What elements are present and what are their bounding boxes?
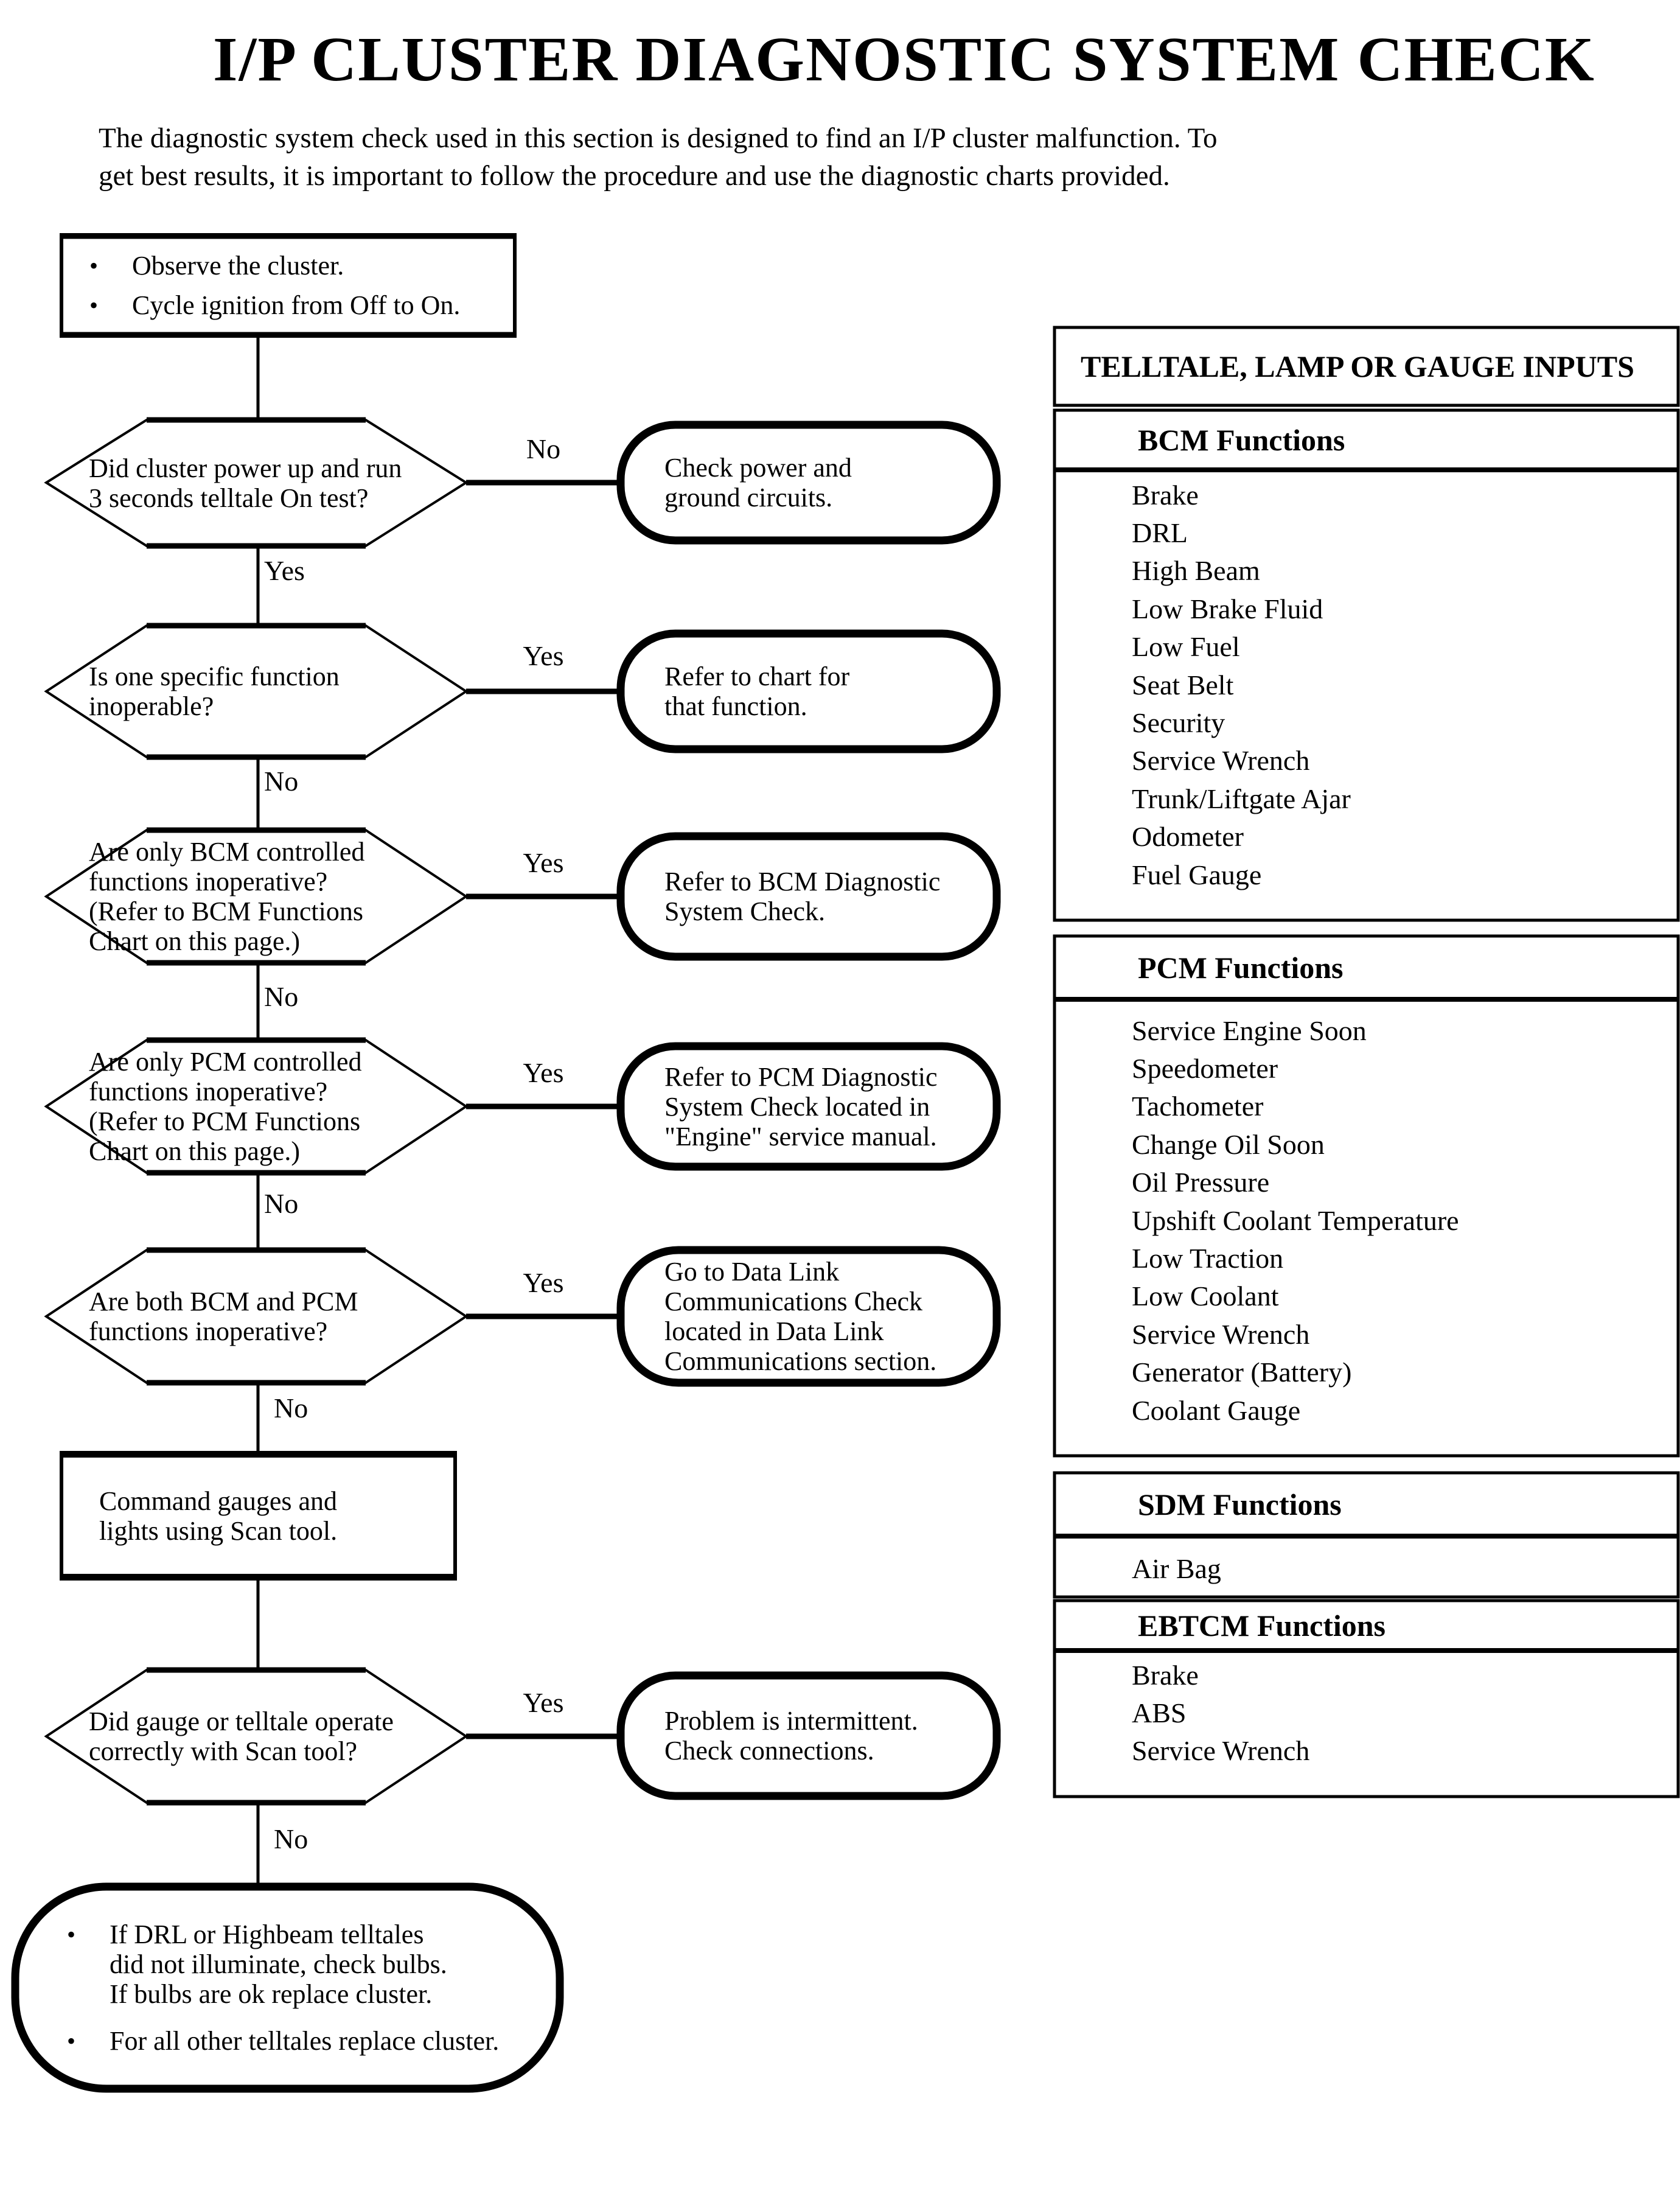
table-list-item: Seat Belt [1132, 669, 1234, 700]
table-list-item: Brake [1132, 1659, 1199, 1691]
action-6-text: Problem is intermittent. Check connectio… [664, 1706, 918, 1766]
table-list-item: Fuel Gauge [1132, 859, 1262, 890]
intro-line-1: The diagnostic system check used in this… [99, 122, 1218, 154]
start-bullet-1: Observe the cluster. [89, 251, 515, 281]
decision-5-question: Are both BCM and PCM functions inoperati… [89, 1287, 358, 1346]
table-list-item: Oil Pressure [1132, 1167, 1270, 1198]
bullet-icon [67, 2026, 110, 2056]
table-list-item: DRL [1132, 517, 1188, 549]
final-bullet-1-text: If DRL or Highbeam telltales did not ill… [110, 1920, 447, 2009]
table-section-header-ebtcm: EBTCM Functions [1138, 1609, 1386, 1643]
start-box-shape [60, 233, 517, 338]
branch-label-d1-down: Yes [264, 555, 305, 586]
table-list-item: Speedometer [1132, 1053, 1278, 1085]
branch-label-d6-side: Yes [523, 1687, 564, 1718]
action-4-text: Refer to PCM Diagnostic System Check loc… [664, 1061, 938, 1151]
branch-label-d4-side: Yes [523, 1057, 564, 1088]
final-bullet-2-text: For all other telltales replace cluster. [110, 2026, 500, 2056]
final-node-shape [11, 1882, 564, 2093]
branch-label-d5-down: No [274, 1392, 308, 1424]
start-bullet-2-text: Cycle ignition from Off to On. [132, 290, 461, 320]
action-nodes [616, 421, 1001, 1800]
branch-label-d3-side: Yes [523, 847, 564, 878]
table-list-item: Generator (Battery) [1132, 1357, 1352, 1388]
final-node: If DRL or Highbeam telltales did not ill… [67, 1887, 535, 2089]
hexagon-edge-accents [147, 417, 366, 1806]
command-box-text: Command gauges and lights using Scan too… [99, 1486, 338, 1546]
branch-label-d5-side: Yes [523, 1267, 564, 1298]
final-bullet-1: If DRL or Highbeam telltales did not ill… [67, 1920, 535, 2009]
table-list-item: Service Wrench [1132, 1735, 1310, 1767]
intro-paragraph: The diagnostic system check used in this… [99, 119, 1437, 195]
bullet-icon [89, 251, 132, 281]
table-section-header-pcm: PCM Functions [1138, 951, 1344, 985]
table-list-item: ABS [1132, 1697, 1187, 1729]
table-list-sdm: Air Bag [1132, 1549, 1221, 1587]
command-box-shape [60, 1451, 457, 1581]
table-list-item: Service Wrench [1132, 1318, 1310, 1350]
decision-2-question: Is one specific function inoperable? [89, 662, 340, 721]
table-list-item: Security [1132, 707, 1225, 739]
decision-1-question: Did cluster power up and run 3 seconds t… [89, 453, 402, 513]
table-list-item: Tachometer [1132, 1091, 1264, 1122]
action-2-text: Refer to chart for that function. [664, 662, 850, 721]
start-bullet-2: Cycle ignition from Off to On. [89, 290, 515, 320]
table-list-item: Odometer [1132, 821, 1244, 853]
table-list-item: Low Coolant [1132, 1280, 1279, 1312]
branch-label-d2-side: Yes [523, 640, 564, 671]
table-list-item: Trunk/Liftgate Ajar [1132, 783, 1351, 814]
table-cells [1053, 326, 1680, 1798]
action-1-text: Check power and ground circuits. [664, 453, 852, 512]
table-separator-accents [1054, 467, 1678, 1653]
start-bullet-1-text: Observe the cluster. [132, 251, 344, 281]
table-list-item: Upshift Coolant Temperature [1132, 1204, 1459, 1236]
start-box: Observe the cluster. Cycle ignition from… [61, 235, 515, 336]
horizontal-connectors [466, 480, 624, 1739]
table-list-item: Service Wrench [1132, 745, 1310, 777]
bullet-icon [89, 290, 132, 320]
final-bullet-2: For all other telltales replace cluster. [67, 2026, 535, 2056]
decision-3-question: Are only BCM controlled functions inoper… [89, 837, 365, 956]
table-section-header-bcm: BCM Functions [1138, 423, 1345, 457]
branch-label-d4-down: No [264, 1188, 299, 1219]
table-list-item: High Beam [1132, 555, 1260, 587]
branch-label-d1-side: No [526, 433, 561, 464]
branch-label-d2-down: No [264, 766, 299, 797]
table-list-item: Coolant Gauge [1132, 1394, 1301, 1426]
decision-6-question: Did gauge or telltale operate correctly … [89, 1707, 394, 1766]
bullet-icon [67, 1920, 110, 1949]
intro-line-2: get best results, it is important to fol… [99, 160, 1170, 192]
action-3-text: Refer to BCM Diagnostic System Check. [664, 867, 941, 926]
table-list-item: Air Bag [1132, 1553, 1221, 1584]
table-title: TELLTALE, LAMP OR GAUGE INPUTS [1081, 349, 1634, 383]
table-list-item: Low Traction [1132, 1243, 1284, 1274]
action-5-text: Go to Data Link Communications Check loc… [664, 1257, 937, 1376]
table-section-header-sdm: SDM Functions [1138, 1487, 1342, 1521]
table-list-item: Low Brake Fluid [1132, 593, 1323, 624]
branch-label-d6-down: No [274, 1823, 308, 1854]
page-title: I/P CLUSTER DIAGNOSTIC SYSTEM CHECK [213, 24, 1595, 94]
table-list-item: Change Oil Soon [1132, 1128, 1325, 1160]
branch-label-d3-down: No [264, 981, 299, 1012]
table-list-item: Low Fuel [1132, 631, 1240, 663]
decision-hexagons [44, 419, 469, 1804]
table-list-item: Brake [1132, 479, 1199, 511]
table-list-item: Service Engine Soon [1132, 1015, 1367, 1046]
decision-4-question: Are only PCM controlled functions inoper… [89, 1047, 362, 1166]
